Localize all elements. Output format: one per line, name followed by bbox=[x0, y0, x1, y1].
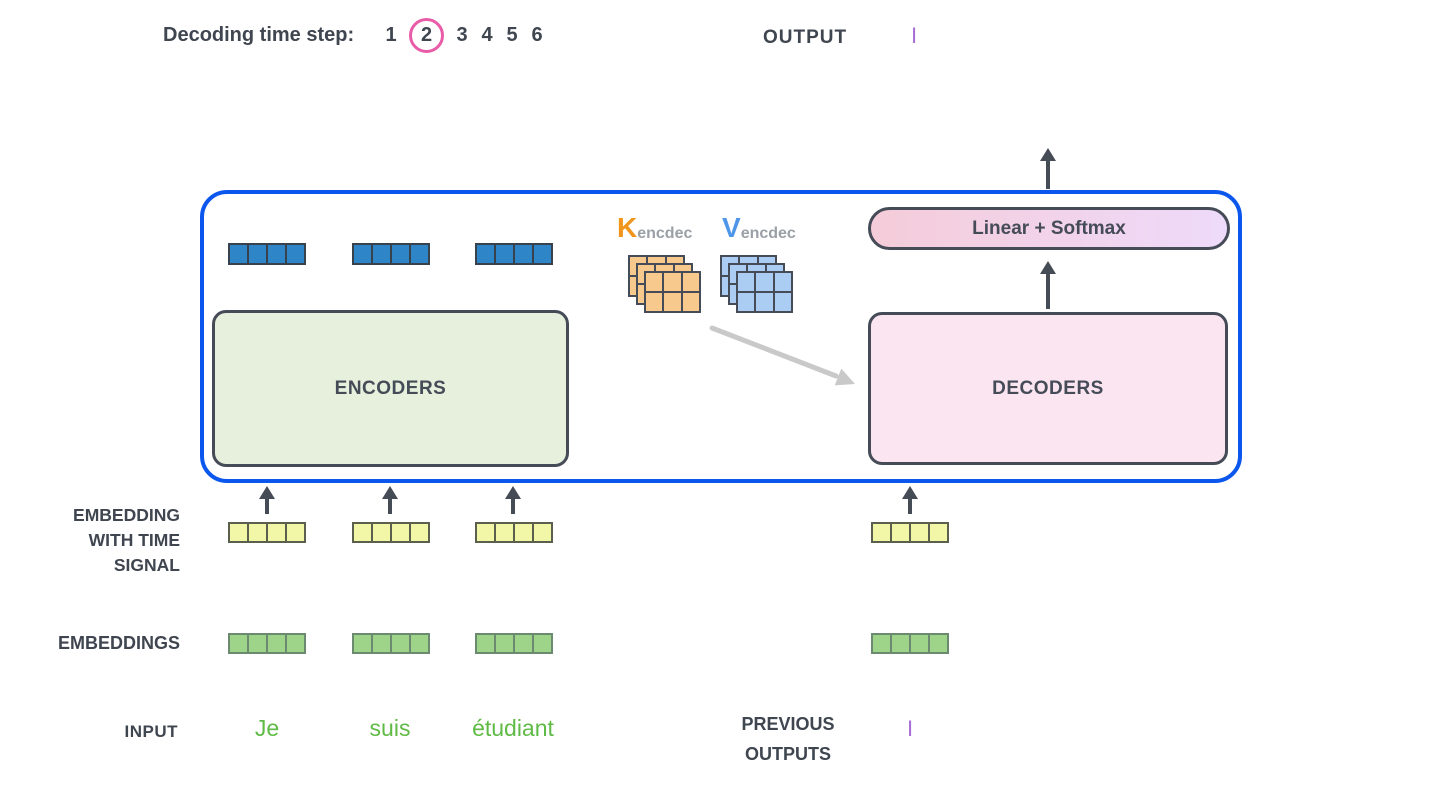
v-matrix bbox=[736, 271, 793, 313]
decoding-steps-row: 1 2 3 4 5 6 bbox=[384, 17, 544, 53]
embedding-vector bbox=[352, 633, 430, 654]
encoder-output-vector bbox=[352, 243, 430, 265]
k-subscript: encdec bbox=[637, 225, 693, 242]
output-label: OUTPUT bbox=[763, 27, 848, 48]
embedding-vector bbox=[475, 633, 553, 654]
previous-outputs-label: PREVIOUS OUTPUTS bbox=[741, 714, 835, 764]
v-letter: V bbox=[722, 212, 741, 243]
decoder-to-softmax-arrow-icon bbox=[1039, 261, 1057, 309]
time-signal-vector bbox=[475, 522, 553, 543]
embedding-arrow-icon bbox=[381, 486, 399, 514]
step-5: 5 bbox=[506, 23, 518, 46]
step-1: 1 bbox=[385, 23, 397, 46]
v-matrix-stack bbox=[720, 255, 794, 314]
transformer-container bbox=[200, 190, 1242, 483]
input-token: suis bbox=[369, 715, 411, 741]
previous-output-token: I bbox=[906, 716, 914, 741]
embedding-arrow-icon bbox=[504, 486, 522, 514]
decoding-time-step-label: Decoding time step: bbox=[163, 24, 355, 46]
embedding-arrow-icon bbox=[258, 486, 276, 514]
v-encdec-label: Vencdec bbox=[722, 212, 796, 244]
k-letter: K bbox=[617, 212, 638, 243]
embeddings-label: EMBEDDINGS bbox=[57, 633, 180, 653]
encoders-box: ENCODERS bbox=[212, 310, 569, 467]
embedding-vector bbox=[228, 633, 306, 654]
step-4: 4 bbox=[481, 23, 493, 46]
encoders-label: ENCODERS bbox=[334, 377, 447, 399]
final-output-arrow-icon bbox=[1039, 148, 1057, 189]
encdec-attention-arrow bbox=[709, 325, 855, 386]
k-matrix-stack bbox=[628, 255, 702, 314]
input-token: étudiant bbox=[472, 715, 554, 741]
linear-softmax-label: Linear + Softmax bbox=[972, 217, 1126, 239]
embedding-with-time-label: EMBEDDING WITH TIME SIGNAL bbox=[73, 505, 180, 575]
decoders-box: DECODERS bbox=[868, 312, 1228, 465]
k-encdec-label: Kencdec bbox=[617, 212, 692, 244]
step-2: 2 bbox=[420, 23, 433, 46]
step-3: 3 bbox=[456, 23, 468, 46]
embedding-vector bbox=[871, 633, 949, 654]
time-signal-vector bbox=[871, 522, 949, 543]
k-matrix bbox=[644, 271, 701, 313]
encoder-output-vector bbox=[475, 243, 553, 265]
embedding-arrow-icon bbox=[901, 486, 919, 514]
input-token: Je bbox=[254, 715, 280, 741]
linear-softmax-pill: Linear + Softmax bbox=[868, 207, 1230, 250]
decoders-label: DECODERS bbox=[992, 377, 1104, 399]
step-6: 6 bbox=[531, 23, 543, 46]
output-value: I bbox=[910, 23, 918, 48]
time-signal-vector bbox=[228, 522, 306, 543]
active-step-circle: 2 bbox=[409, 17, 444, 53]
input-label: INPUT bbox=[124, 722, 178, 741]
time-signal-vector bbox=[352, 522, 430, 543]
encoder-output-vector bbox=[228, 243, 306, 265]
v-subscript: encdec bbox=[740, 225, 796, 242]
